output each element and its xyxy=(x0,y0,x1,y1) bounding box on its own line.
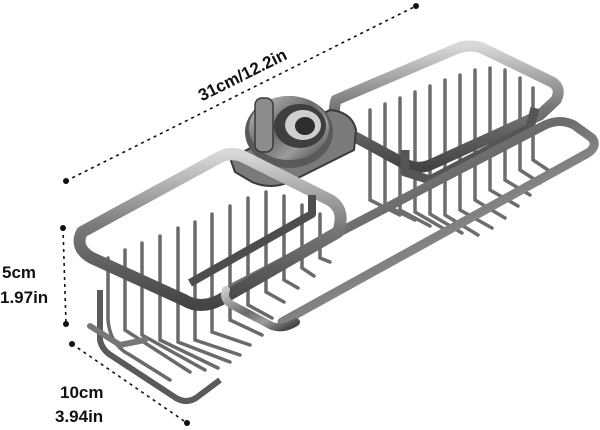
width-in-label: 3.94in xyxy=(55,407,103,426)
left-basket-rim xyxy=(73,148,347,311)
towel-bar xyxy=(227,117,599,327)
dimension-endpoints xyxy=(60,3,419,426)
length-label: 31cm/12.2in xyxy=(195,45,290,105)
width-cm-label: 10cm xyxy=(60,383,103,402)
faucet-clamp xyxy=(245,96,333,168)
height-dimension-line xyxy=(62,227,67,325)
sink-caddy xyxy=(73,40,599,404)
height-in-label: 1.97in xyxy=(0,288,48,307)
height-cm-label: 5cm xyxy=(2,263,36,282)
dimension-lines xyxy=(62,5,417,424)
length-dimension-line xyxy=(65,5,417,182)
width-dimension-line xyxy=(71,343,188,424)
